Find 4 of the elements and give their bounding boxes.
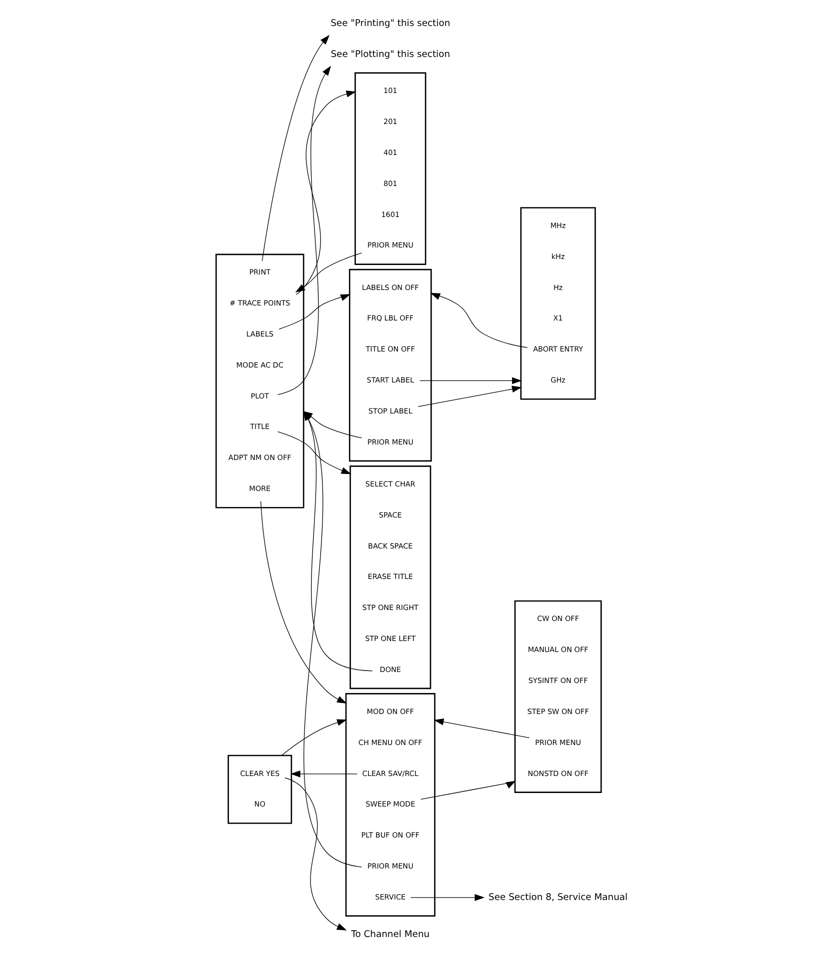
node-text: See Section 8, Service Manual <box>488 891 628 902</box>
node-text: See "Plotting" this section <box>330 48 450 60</box>
node-text: To Channel Menu <box>350 928 430 940</box>
node-text: See "Printing" this section <box>330 18 450 29</box>
